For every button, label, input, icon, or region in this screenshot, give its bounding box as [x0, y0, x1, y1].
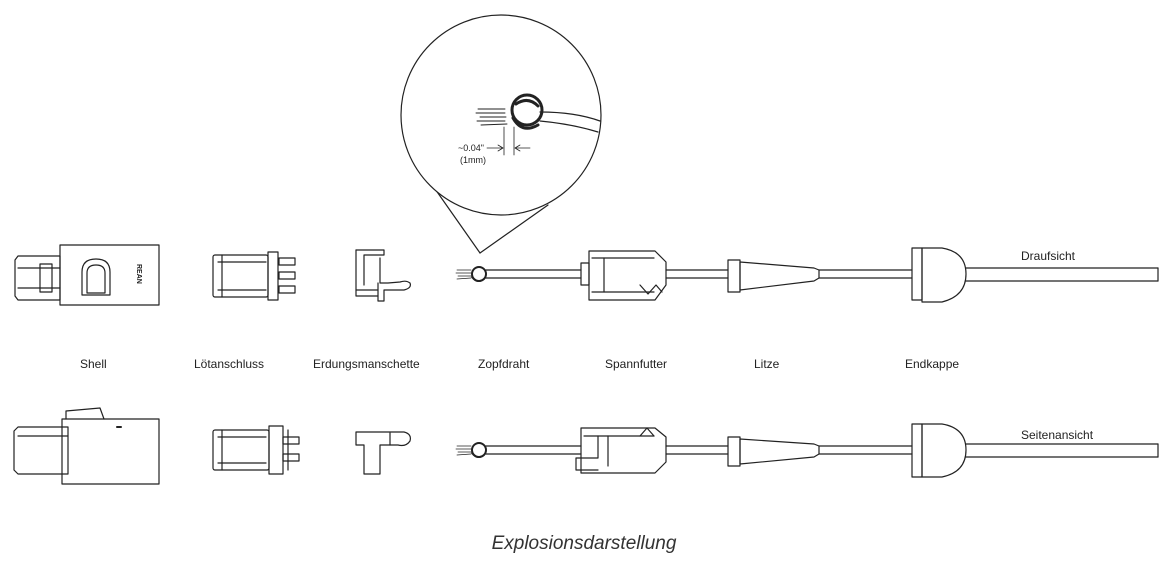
- zoom-wire-bottom: [539, 120, 599, 133]
- dim-arrowhead-left: [497, 144, 504, 152]
- callout-pointer-left: [432, 185, 481, 254]
- ground-sleeve-top: [355, 249, 411, 302]
- label-litz: Litze: [754, 357, 780, 371]
- zoom-braid-strands: [475, 108, 508, 126]
- label-solder: Lötanschluss: [194, 357, 265, 371]
- callout-pointer-right: [479, 204, 549, 254]
- diagram-caption: Explosionsdarstellung: [491, 533, 677, 554]
- label-shell: Shell: [80, 357, 107, 371]
- litz-side: [727, 436, 820, 467]
- braid-side: [455, 442, 487, 458]
- zoom-callout: ~0.04" (1mm): [400, 14, 602, 254]
- braid-top: [455, 266, 487, 282]
- solder-side: [212, 425, 300, 475]
- collet-side: [575, 427, 667, 474]
- endcap-side: [911, 423, 967, 478]
- collet-top: [580, 250, 667, 301]
- view-label-top: Draufsicht: [1021, 249, 1076, 263]
- label-ground-sleeve: Erdungsmanschette: [313, 357, 420, 371]
- zoom-wire-top: [539, 111, 601, 122]
- endcap-top: [911, 247, 967, 303]
- cable-side: [485, 443, 1159, 458]
- top-view: REAN: [14, 244, 1159, 306]
- shell-top: REAN: [14, 244, 160, 306]
- view-label-side: Seitenansicht: [1021, 428, 1094, 442]
- cable-top: [485, 267, 1159, 282]
- solder-top: [212, 251, 296, 301]
- ground-sleeve-side: [355, 431, 411, 475]
- dim-arrowhead-right: [514, 144, 521, 152]
- label-endcap: Endkappe: [905, 357, 960, 371]
- dim-measure-inch: ~0.04": [458, 143, 484, 153]
- zoom-circle: [400, 14, 602, 216]
- side-view: Seitenansicht: [13, 407, 1159, 485]
- label-braid: Zopfdraht: [478, 357, 530, 371]
- shell-side: [13, 407, 160, 485]
- litz-top: [727, 259, 820, 293]
- dim-measure-mm: (1mm): [460, 155, 486, 165]
- label-collet: Spannfutter: [605, 357, 668, 371]
- zoom-knot: [510, 93, 544, 130]
- shell-brand-mark: REAN: [135, 264, 142, 284]
